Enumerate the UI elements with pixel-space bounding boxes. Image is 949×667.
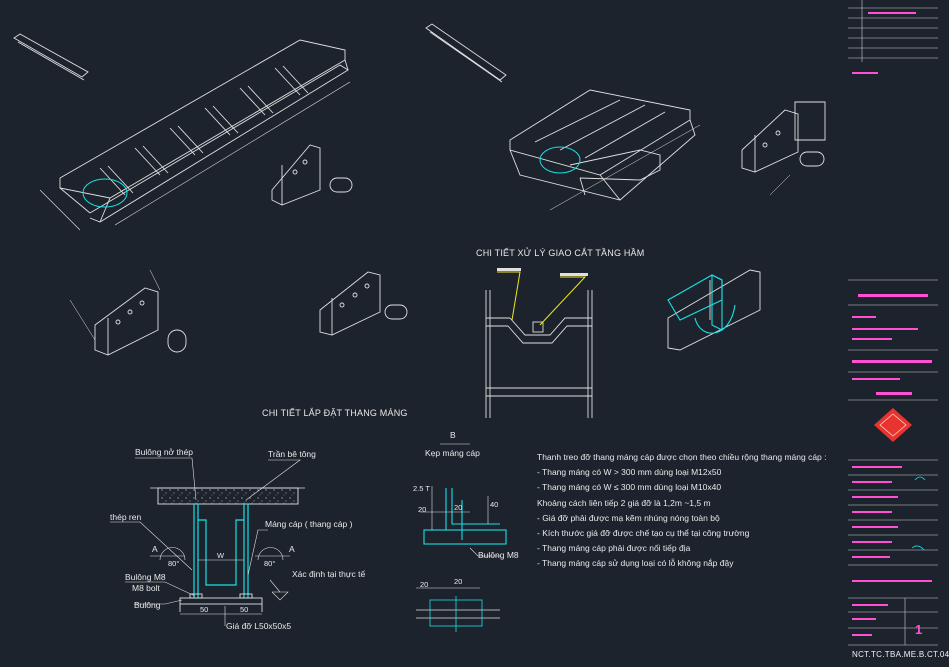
basement-detail-title: CHI TIẾT XỬ LÝ GIAO CẮT TẦNG HẦM (476, 248, 645, 258)
fishplate-detail-1 (271, 144, 353, 206)
note-line: Khoảng cách liên tiếp 2 giá đỡ là 1,2m ~… (537, 497, 711, 508)
label-gia-do: Giá đỡ L50x50x5 (226, 621, 292, 631)
note-line: - Giá đỡ phải được mạ kẽm nhúng nóng toà… (537, 512, 720, 523)
concrete-slab (157, 487, 299, 505)
label-tran-be-tong: Trần bê tông (268, 449, 316, 459)
dim-w: W (217, 551, 225, 560)
angle-left: 80° (168, 559, 180, 568)
note-line: - Kích thước giá đỡ được chế tạo cụ thể … (537, 528, 750, 539)
dim-50-left: 50 (200, 605, 209, 614)
detail-circle-left (82, 178, 128, 208)
install-detail-title: CHI TIẾT LẮP ĐẶT THANG MÁNG (262, 408, 408, 418)
detail-circle-tee (539, 146, 581, 174)
label-buloong-m8-clamp: Bulông M8 (478, 550, 519, 560)
note-line: - Thang máng cáp phải được nối tiếp địa (537, 543, 691, 554)
title-block-redlines (852, 12, 932, 636)
clamp-dims (420, 443, 500, 557)
earthing-strap-detail (667, 269, 761, 351)
dim-20-b: 20 (454, 503, 463, 512)
dim-20-a: 20 (418, 505, 427, 514)
dim-2-5t: 2.5 T (413, 484, 430, 493)
label-xac-dinh: Xác định tại thực tế (292, 569, 366, 579)
note-line: - Thang máng có W > 300 mm dùng loại M12… (537, 467, 722, 478)
note-line: - Thang máng có W ≤ 300 mm dùng loại M10… (537, 482, 722, 493)
signature-marks (911, 476, 926, 551)
label-mang-cap: Máng cáp ( thang cáp ) (265, 519, 353, 529)
section-a-left: A (152, 544, 158, 554)
hanger-rods (193, 504, 249, 598)
install-leaders (110, 457, 301, 626)
installation-notes: Thanh treo đỡ thang máng cáp được chọn t… (537, 450, 827, 572)
install-dims (150, 547, 290, 615)
cable-clamp-detail (423, 488, 507, 545)
clamp-plan (416, 587, 500, 632)
title-block-frame (848, 0, 938, 646)
drawing-code: NCT.TC.TBA.ME.B.CT.04 (852, 650, 949, 659)
section-a-right: A (289, 544, 295, 554)
dim-20-d: 20 (454, 577, 463, 586)
connector-bar-right (425, 23, 507, 83)
ladder-isometric-left (39, 39, 351, 231)
clamp-title: Kẹp máng cáp (425, 448, 480, 458)
section-b-label: B (450, 430, 456, 440)
splice-plate-detail-2 (319, 271, 408, 336)
label-buloong: Bulông (134, 600, 161, 610)
basement-crossing-section (485, 290, 593, 418)
sheet-number: 1 (915, 622, 923, 637)
note-line: - Thang máng cáp sử dụng loại có lỗ khôn… (537, 558, 734, 569)
dim-40: 40 (490, 500, 499, 509)
basement-leader-lines (497, 271, 587, 326)
splice-plate-detail-1 (69, 269, 187, 356)
label-buloong-no-thep: Bulông nở thép (135, 447, 194, 457)
company-logo (874, 408, 912, 442)
dim-50-right: 50 (240, 605, 249, 614)
basement-labels-placeholder (497, 268, 588, 276)
label-m8-bolt: M8 bolt (132, 583, 160, 593)
support-angle (179, 593, 263, 612)
connector-bar-left (13, 33, 89, 81)
label-buloong-m8: Bulông M8 (125, 572, 166, 582)
earthing-strap-cyan (667, 274, 736, 334)
label-thep-ren: thép ren (110, 512, 142, 522)
note-line: Thanh treo đỡ thang máng cáp được chọn t… (537, 452, 827, 462)
tee-fitting-isometric (509, 89, 701, 211)
angle-right: 80° (264, 559, 276, 568)
dim-20-c: 20 (420, 580, 429, 589)
bracket-detail-right (741, 101, 826, 196)
